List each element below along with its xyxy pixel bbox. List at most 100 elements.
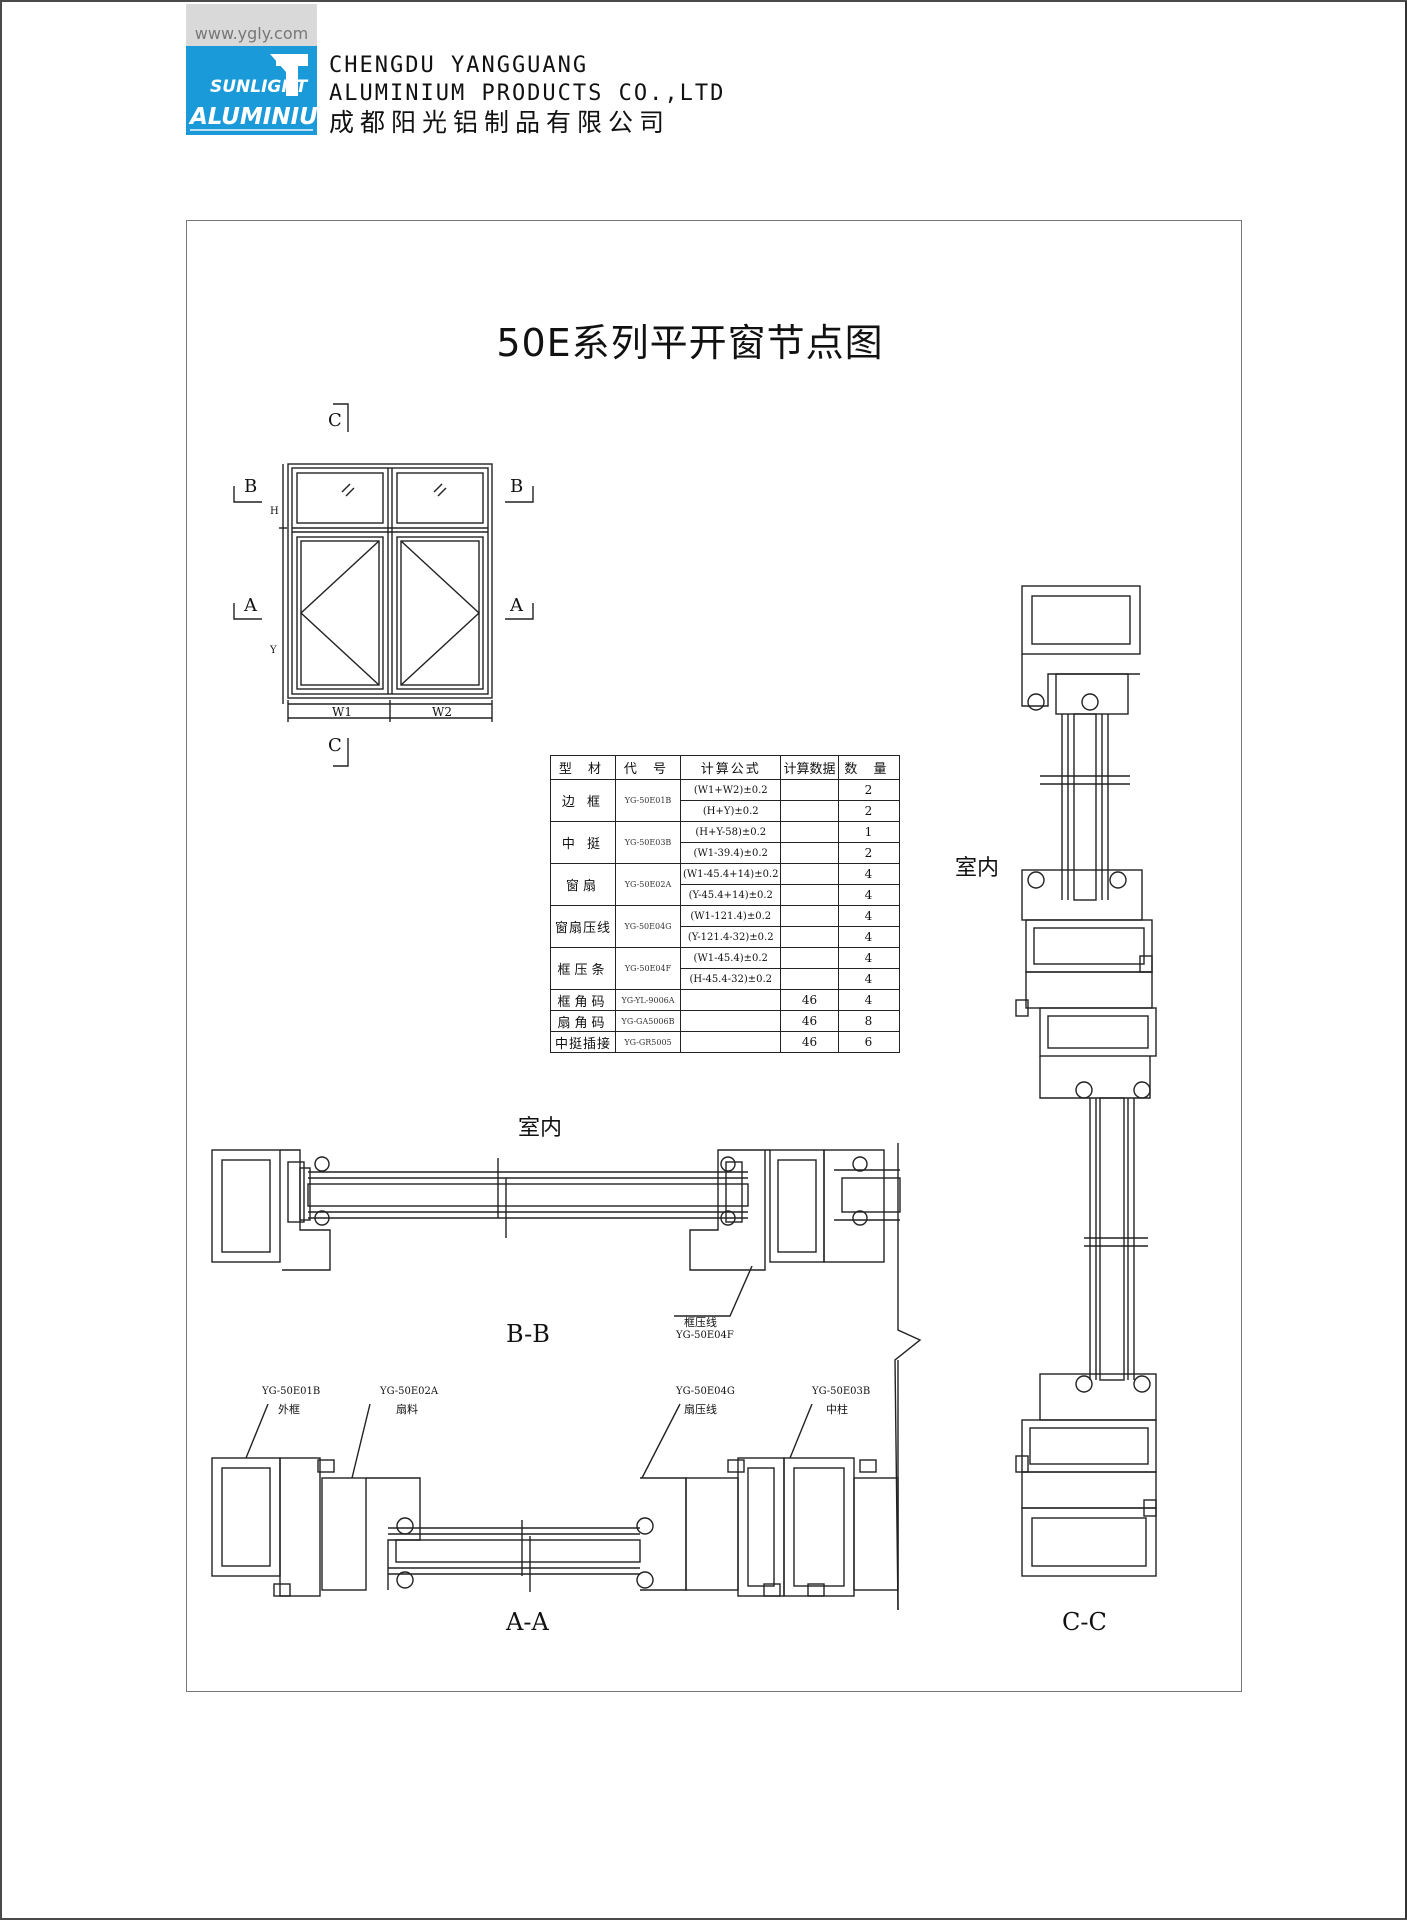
table-row: 窗扇压线 YG-50E04G (W1-121.4)±0.2 4 [550,905,900,948]
callout-sash-code: YG-50E02A [380,1386,439,1397]
table-cell-material: 框压条 [550,947,616,990]
table-cell-material: 窗扇 [550,863,616,906]
table-cell-formula [679,1010,782,1032]
table-row: 框角码 YG-YL-9006A 46 4 [550,989,900,1011]
table-cell-qty: 4 [837,884,900,906]
section-bb-profile [211,1143,922,1611]
section-cc-profile [1015,585,1157,1577]
table-row: (Y-121.4-32)±0.2 4 [551,926,900,948]
window-elevation [233,403,534,767]
logo-top-text: SUNLIGHT [210,77,309,97]
table-cell-formula: (H-45.4-32)±0.2 [679,968,782,990]
callout-frame-bead-name: 框压线 [684,1316,717,1329]
company-name-en-1: CHENGDU YANGGUANG [329,53,589,78]
dimension-h: H [270,506,279,517]
callout-outer-frame-code: YG-50E01B [262,1386,321,1397]
table-cell-code: YG-YL-9006A [615,989,681,1011]
section-marker-a-right: A [510,595,523,616]
table-cell-formula: (W1+W2)±0.2 [679,779,782,801]
callout-outer-frame-name: 外框 [278,1403,300,1416]
indoor-label-cc: 室内 [955,856,1000,881]
company-name-en-2: ALUMINIUM PRODUCTS CO.,LTD [329,81,726,106]
drawing-frame [186,220,1242,1692]
table-row: 框压条 YG-50E04F (W1-45.4)±0.2 4 [550,947,900,990]
dimension-y: Y [270,645,277,656]
table-cell-calc [780,800,839,822]
table-cell-material: 中挺插接 [550,1031,616,1053]
logo-badge: SUNLIGHT ALUMINIUM [186,46,341,135]
table-cell-qty: 2 [837,842,900,864]
table-cell-qty: 4 [837,947,900,969]
table-cell-calc [780,842,839,864]
section-label-bb: B-B [506,1320,550,1348]
table-cell-calc [780,821,839,843]
table-cell-code: YG-50E02A [615,863,681,906]
section-aa-profile [211,1360,899,1610]
material-cutting-table: 型 材 代 号 计算公式 计算数据 数 量 边 框 YG-50E01B (W1+… [550,755,900,1053]
table-header-row: 型 材 代 号 计算公式 计算数据 数 量 [550,755,900,780]
table-row: 窗扇 YG-50E02A (W1-45.4+14)±0.2 4 [550,863,900,906]
table-row: 扇角码 YG-GA5006B 46 8 [550,1010,900,1032]
table-cell-qty: 4 [837,968,900,990]
table-cell-calc [780,926,839,948]
callout-sash-name: 扇料 [396,1403,418,1416]
table-header: 代 号 [615,755,681,780]
table-cell-code: YG-GR5005 [615,1031,681,1053]
section-marker-b-right: B [510,476,524,497]
table-cell-code: YG-50E03B [615,821,681,864]
table-cell-calc [780,947,839,969]
table-cell-material: 框角码 [550,989,616,1011]
table-cell-formula: (W1-121.4)±0.2 [679,905,782,927]
table-cell-qty: 4 [837,926,900,948]
table-cell-formula [679,1031,782,1053]
logo-bottom-text: ALUMINIUM [188,104,317,130]
table-cell-material: 窗扇压线 [550,905,616,948]
company-name-block: CHENGDU YANGGUANG ALUMINIUM PRODUCTS CO.… [329,52,725,138]
drawing-title: 50E系列平开窗节点图 [496,321,884,365]
table-cell-calc [780,779,839,801]
table-cell-calc [780,905,839,927]
table-row: (W1-39.4)±0.2 2 [551,842,900,864]
table-row: (Y-45.4+14)±0.2 4 [551,884,900,906]
callout-mullion-code: YG-50E03B [812,1386,871,1397]
section-marker-b-left: B [244,476,258,497]
section-marker-a-left: A [244,595,257,616]
table-cell-calc: 46 [780,1031,839,1053]
table-cell-material: 扇角码 [550,1010,616,1032]
table-cell-code: YG-50E04G [615,905,681,948]
table-cell-qty: 4 [837,905,900,927]
callout-frame-bead-code: YG-50E04F [676,1330,734,1341]
table-cell-formula: (W1-45.4+14)±0.2 [679,863,782,885]
table-header: 计算数据 [780,755,839,780]
dimension-w1: W1 [332,705,352,719]
company-logo: www.ygly.com SUNLIGHT ALUMINIUM [186,4,341,135]
table-cell-qty: 2 [837,779,900,801]
table-cell-qty: 2 [837,800,900,822]
table-cell-qty: 8 [837,1010,900,1032]
table-cell-code: YG-50E01B [615,779,681,822]
website-url: www.ygly.com [186,4,317,46]
table-cell-formula: (W1-39.4)±0.2 [679,842,782,864]
table-row: 中挺插接 YG-GR5005 46 6 [550,1031,900,1053]
callout-mullion-name: 中柱 [826,1403,848,1416]
table-cell-material: 边 框 [550,779,616,822]
table-cell-formula: (Y-121.4-32)±0.2 [679,926,782,948]
table-row: (H-45.4-32)±0.2 4 [551,968,900,990]
section-label-cc: C-C [1062,1608,1107,1636]
table-cell-calc: 46 [780,989,839,1011]
logo-emblem-icon: SUNLIGHT ALUMINIUM [188,54,341,131]
table-cell-formula: (H+Y-58)±0.2 [679,821,782,843]
table-cell-formula [679,989,782,1011]
table-cell-calc: 46 [780,1010,839,1032]
table-cell-formula: (Y-45.4+14)±0.2 [679,884,782,906]
table-row: 边 框 YG-50E01B (W1+W2)±0.2 2 [550,779,900,822]
table-cell-code: YG-GA5006B [615,1010,681,1032]
indoor-label-bb: 室内 [518,1116,563,1141]
table-row: 中 挺 YG-50E03B (H+Y-58)±0.2 1 [550,821,900,864]
company-name-cn: 成都阳光铝制品有限公司 [329,108,671,137]
table-cell-formula: (W1-45.4)±0.2 [679,947,782,969]
table-cell-qty: 4 [837,989,900,1011]
table-header: 数 量 [837,755,900,780]
table-cell-code: YG-50E04F [615,947,681,990]
callout-sash-bead-name: 扇压线 [684,1403,717,1416]
